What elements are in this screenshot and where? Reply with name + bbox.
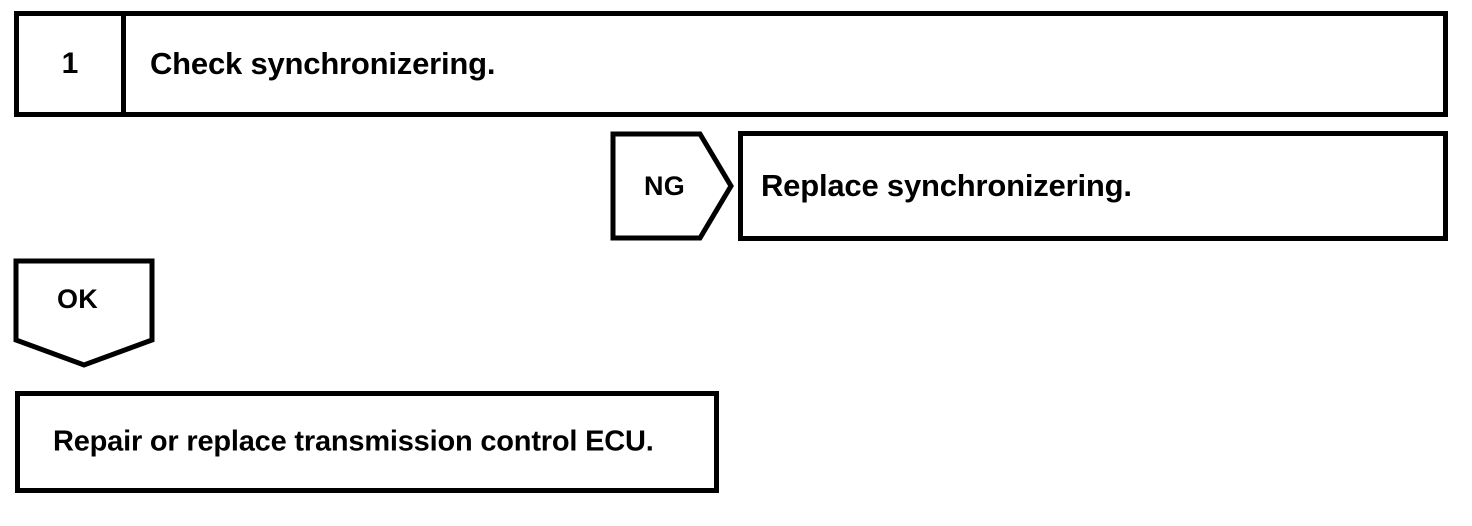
ng-pentagon-arrow-icon	[610, 131, 734, 241]
step-box-replace-synchronizering[interactable]: Replace synchronizering.	[738, 131, 1448, 241]
step-box-check-synchronizering[interactable]: 1 Check synchronizering.	[14, 11, 1448, 117]
connector-ok[interactable]: OK	[13, 258, 155, 368]
step-index-label: 1	[61, 47, 79, 80]
step-box-repair-transmission-control-ecu[interactable]: Repair or replace transmission control E…	[15, 391, 719, 493]
step-text-replace-synchronizering: Replace synchronizering.	[761, 168, 1132, 203]
step-index-cell: 1	[19, 16, 126, 112]
step-text-repair-transmission-control-ecu: Repair or replace transmission control E…	[53, 425, 654, 458]
step-text-check-synchronizering: Check synchronizering.	[150, 46, 496, 81]
connector-ng[interactable]: NG	[610, 131, 734, 241]
connector-ng-label: NG	[644, 171, 686, 201]
ok-pentagon-arrow-icon	[13, 258, 155, 368]
connector-ok-label: OK	[57, 284, 99, 314]
